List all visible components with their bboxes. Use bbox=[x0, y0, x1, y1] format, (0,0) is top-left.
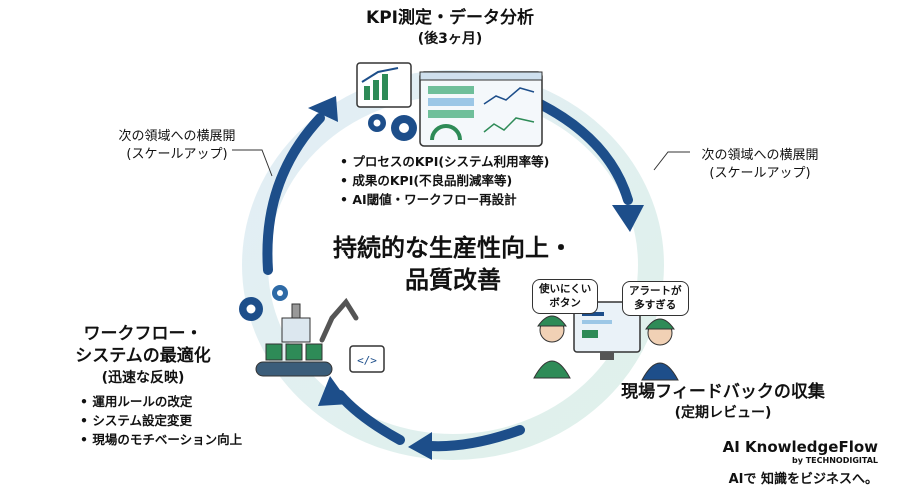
workers-monitor-icon bbox=[533, 301, 679, 381]
speech-bubble-left: 使いにくい ボタン bbox=[532, 279, 599, 315]
brand-name: AI KnowledgeFlow bbox=[722, 438, 878, 456]
svg-text:</>: </> bbox=[357, 354, 377, 367]
brand-block: AI KnowledgeFlow by TECHNODIGITAL AIで 知識… bbox=[723, 438, 878, 487]
center-line1: 持続的な生産性向上・ bbox=[333, 234, 573, 262]
list-item: 運用ルールの改定 bbox=[80, 393, 242, 412]
workflow-title: ワークフロー・ システムの最適化 bbox=[48, 323, 238, 367]
feedback-subtitle: (定期レビュー) bbox=[674, 405, 772, 421]
workflow-title-line2: システムの最適化 bbox=[75, 346, 211, 367]
arrow-bottom-right bbox=[425, 425, 525, 452]
kpi-subtitle: (後3ヶ月) bbox=[417, 31, 483, 47]
workflow-bullets: 運用ルールの改定 システム設定変更 現場のモチベーション向上 bbox=[80, 393, 242, 449]
scale-right-line2: (スケールアップ) bbox=[709, 165, 811, 181]
brand-tagline: AIで 知識をビジネスへ。 bbox=[728, 472, 878, 487]
list-item: プロセスのKPI(システム利用率等) bbox=[340, 153, 549, 172]
list-item: 成果のKPI(不良品削減率等) bbox=[340, 172, 549, 191]
arrowhead-right bbox=[612, 205, 644, 232]
arrowhead-bottom-mid bbox=[408, 432, 432, 460]
feedback-title: 現場フィードバックの収集 bbox=[621, 382, 825, 402]
arrow-top-right bbox=[535, 99, 633, 205]
list-item: システム設定変更 bbox=[80, 412, 242, 431]
list-item: 現場のモチベーション向上 bbox=[80, 431, 242, 450]
kpi-bullets: プロセスのKPI(システム利用率等) 成果のKPI(不良品削減率等) AI閾値・… bbox=[340, 153, 549, 209]
arrow-heads bbox=[308, 96, 644, 460]
scale-left-line2: (スケールアップ) bbox=[126, 146, 228, 162]
gear-icon bbox=[368, 114, 417, 141]
center-title: 持続的な生産性向上・ 品質改善 bbox=[300, 232, 606, 297]
leader-right bbox=[653, 151, 690, 171]
workflow-title-line1: ワークフロー・ bbox=[83, 324, 203, 344]
dashboard-icon bbox=[356, 62, 543, 147]
list-item: AI閾値・ワークフロー再設計 bbox=[340, 191, 549, 210]
scale-left-line1: 次の領域への横展開 bbox=[118, 129, 236, 144]
arrowhead-bottom bbox=[318, 376, 350, 406]
gear-icon bbox=[239, 285, 288, 321]
arrowhead-left bbox=[308, 96, 338, 122]
arrow-left bbox=[262, 113, 325, 275]
factory-icon: </> bbox=[255, 297, 385, 377]
speech-bubble-right: アラートが 多すぎる bbox=[622, 281, 689, 317]
kpi-title: KPI測定・データ分析 bbox=[366, 8, 534, 28]
leader-left bbox=[232, 149, 273, 177]
scale-up-left: 次の領域への横展開 (スケールアップ) bbox=[92, 128, 262, 163]
brand-by: by TECHNODIGITAL bbox=[792, 456, 878, 465]
workflow-subtitle: (迅速な反映) bbox=[101, 370, 185, 386]
scale-up-right: 次の領域への横展開 (スケールアップ) bbox=[670, 147, 850, 182]
leader-lines bbox=[232, 149, 690, 177]
center-line2: 品質改善 bbox=[405, 266, 501, 295]
scale-right-line1: 次の領域への横展開 bbox=[701, 148, 819, 163]
